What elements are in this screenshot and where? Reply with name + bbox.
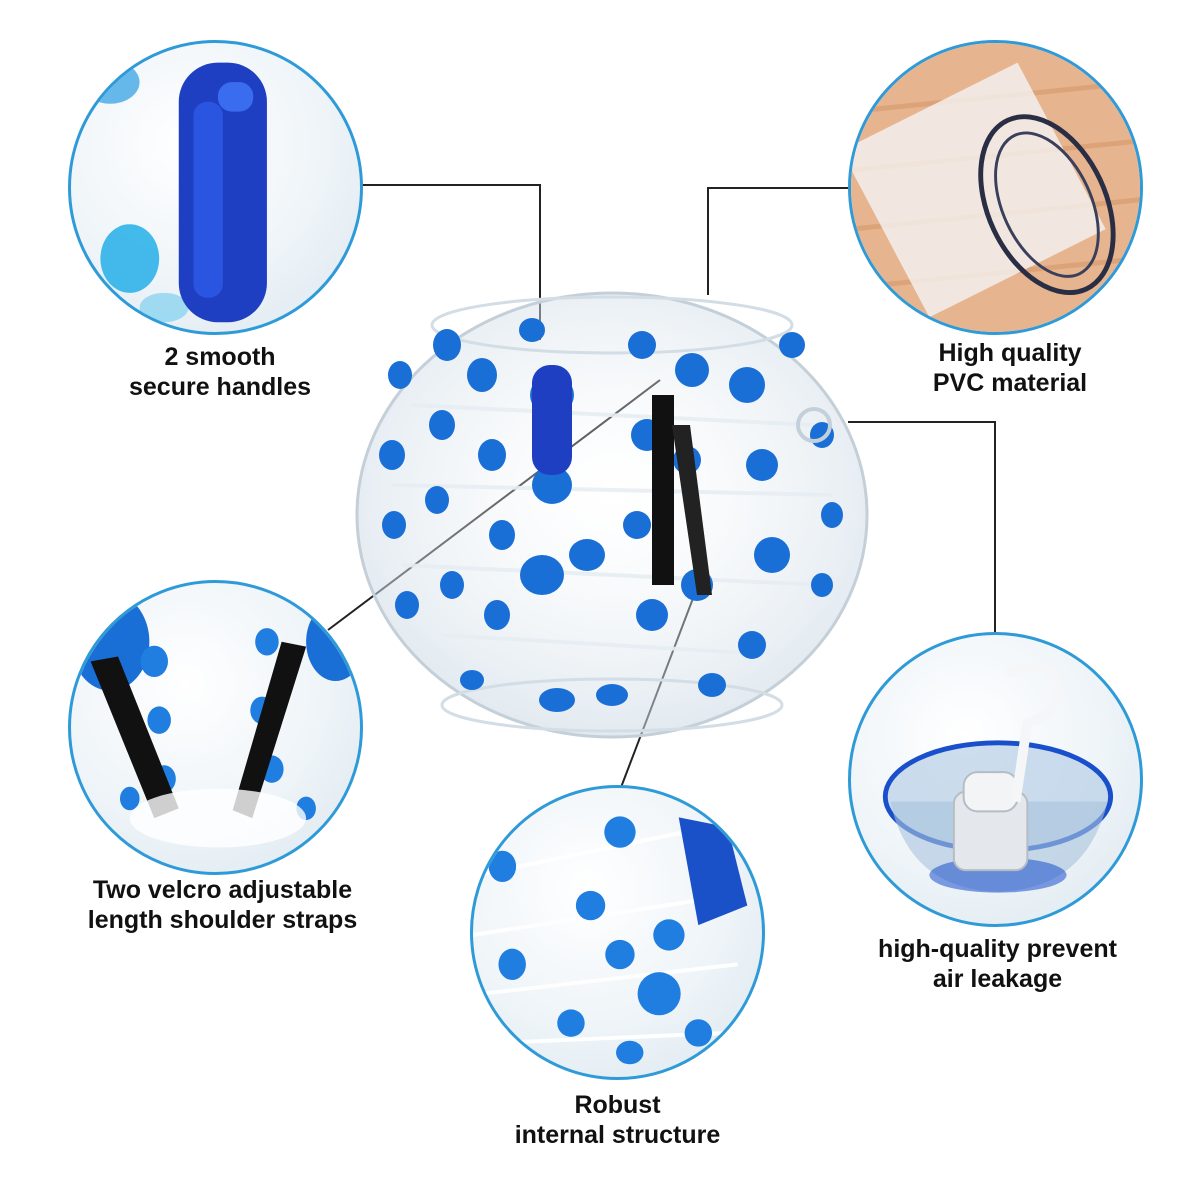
bumper-bubble-ball-image (355, 291, 869, 739)
handle-in-ball (532, 365, 572, 475)
leader-line-handles (360, 184, 541, 340)
straps-label: Two velcro adjustable length shoulder st… (70, 875, 375, 935)
handles-callout-image (68, 40, 363, 335)
strap-in-ball (652, 395, 674, 585)
left-strap-icon (90, 656, 179, 819)
pvc-callout-image (848, 40, 1143, 335)
pvc-tube-roll-icon (851, 62, 1106, 318)
structure-callout-image (470, 785, 765, 1080)
leader-line-pvc (707, 187, 850, 295)
leader-line-valve (848, 421, 996, 638)
valve-in-ball (796, 407, 832, 443)
straps-label-line1: Two velcro adjustable (92, 876, 353, 904)
structure-label-line1: Robust (574, 1091, 661, 1119)
valve-callout-image (848, 632, 1143, 927)
valve-label-line1: high-quality prevent (878, 935, 1117, 963)
valve-label: high-quality prevent air leakage (855, 934, 1140, 994)
right-strap-icon (232, 641, 307, 819)
structure-label: Robust internal structure (480, 1090, 755, 1150)
handles-label: 2 smooth secure handles (100, 342, 340, 402)
pvc-label-line1: High quality (938, 339, 1082, 367)
pvc-label-line2: PVC material (932, 369, 1088, 397)
structure-label-line2: internal structure (514, 1121, 721, 1149)
internal-ropes-icon (678, 817, 748, 926)
pvc-label: High quality PVC material (900, 338, 1120, 398)
valve-label-line2: air leakage (932, 965, 1063, 993)
handles-label-line1: 2 smooth (164, 343, 276, 371)
handles-label-line2: secure handles (128, 373, 312, 401)
straps-callout-image (68, 580, 363, 875)
straps-label-line2: length shoulder straps (87, 906, 358, 934)
